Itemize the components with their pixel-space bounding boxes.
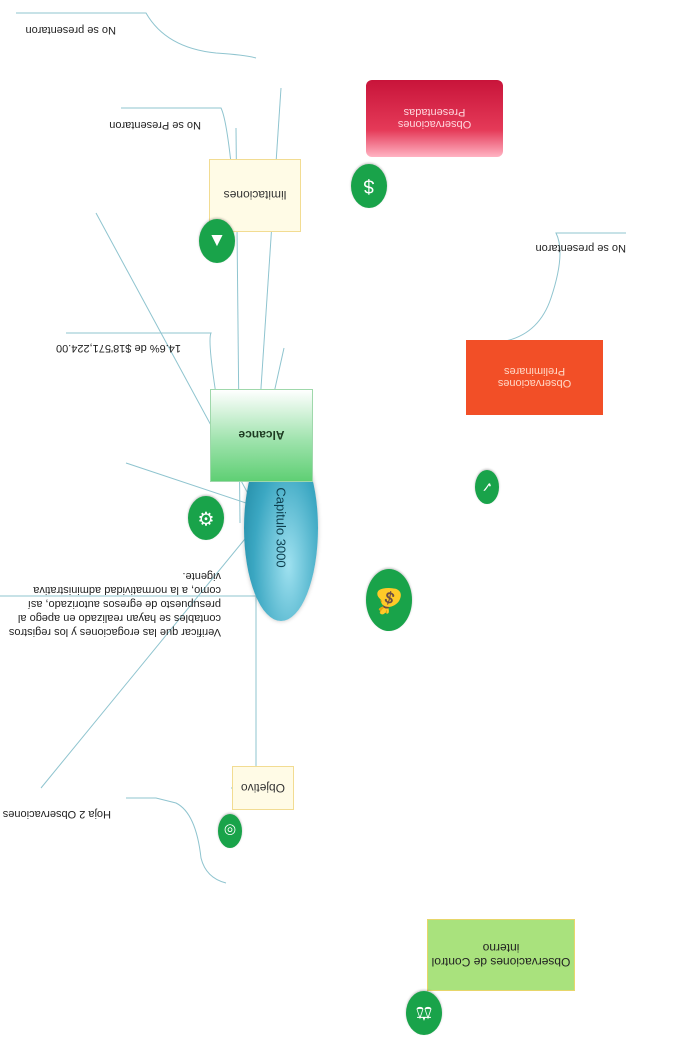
node-observaciones-presentadas-label: Observaciones Presentadas	[397, 106, 472, 131]
link-control	[257, 87, 282, 434]
node-control-interno-label: Observaciones de Control interno	[431, 941, 571, 969]
node-objetivo[interactable]: Objetivo	[232, 766, 294, 810]
traffic-cone-icon: ▲	[199, 219, 235, 263]
node-objetivo-label: Objetivo	[240, 781, 286, 795]
note-preliminares: No se presentaron	[535, 242, 627, 254]
node-alcance[interactable]: Alcance	[210, 389, 313, 482]
node-limitaciones-label: limitaciones	[223, 188, 287, 203]
note-presentadas: No se presentaron	[25, 24, 117, 36]
note-limitaciones: No se Presentaron	[109, 119, 201, 131]
note-objetivo: Verificar que las erogaciones y los regi…	[8, 570, 221, 638]
target-icon: ◎	[218, 814, 242, 848]
branch-preliminares	[485, 232, 626, 344]
link-objetivo	[40, 522, 259, 789]
node-observaciones-preliminares-label: Observaciones Preliminares	[497, 365, 572, 390]
dollar-hand-icon: $	[351, 164, 387, 208]
money-hand-icon: 💰	[366, 569, 412, 631]
note-control-interno: Hoja 2 Observaciones 3	[0, 808, 111, 820]
node-alcance-label: Alcance	[238, 428, 285, 443]
clipboard-icon: ✓	[475, 470, 499, 504]
center-label: Capitulo 3000	[273, 487, 289, 569]
branch-control	[126, 797, 227, 884]
node-observaciones-presentadas[interactable]: Observaciones Presentadas	[366, 80, 503, 157]
branch-presentadas	[16, 12, 257, 59]
node-observaciones-preliminares[interactable]: Observaciones Preliminares	[466, 340, 603, 415]
node-control-interno[interactable]: Observaciones de Control interno	[427, 919, 575, 991]
gears-icon: ⚙	[188, 496, 224, 540]
scale-icon: ⚖	[406, 991, 442, 1035]
note-alcance: 14.6% de $18'571,224.00	[55, 342, 181, 354]
